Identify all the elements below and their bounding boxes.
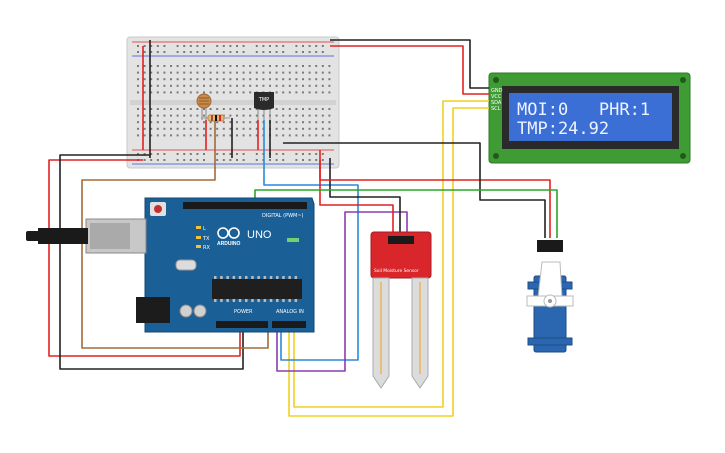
rx-label: RX [203, 245, 210, 251]
usb-cable [26, 228, 88, 244]
wire-black-gnd [59, 154, 244, 370]
wire-blue-tmp [263, 120, 359, 361]
analog-label: ANALOG IN [276, 309, 304, 315]
wire-green-servo [254, 189, 558, 238]
wire-red-servo [319, 160, 551, 238]
lcd-line-1: MOI:0 PHR:1 [517, 100, 650, 120]
analog-header[interactable] [272, 321, 306, 328]
soil-moisture-sensor[interactable]: Soil Moisture Sensor [370, 231, 432, 389]
wire-yellow-scl [288, 107, 489, 417]
lcd-line-2: TMP:24.92 [517, 119, 609, 139]
power-jack [136, 297, 170, 323]
wire-purple-soil [276, 211, 408, 372]
wire-black-servo [283, 142, 546, 238]
wire-yellow-sda [293, 100, 489, 408]
wire-black-lcd-gnd [330, 39, 489, 89]
arduino-uno[interactable]: DIGITAL (PWM~) POWER ANALOG IN ARDUINO U… [26, 197, 315, 333]
power-label: POWER [234, 309, 253, 315]
lcd-pin-vcc: VCC [491, 94, 502, 100]
power-header[interactable] [216, 321, 268, 328]
lcd-module[interactable]: MOI:0 PHR:1 TMP:24.92 GND VCC SDA SCL [488, 72, 691, 164]
lcd-pin-sda: SDA [491, 100, 502, 106]
digital-label: DIGITAL (PWM~) [262, 213, 304, 219]
wires [48, 39, 558, 417]
breadboard[interactable] [126, 36, 340, 169]
lcd-pin-scl: SCL [491, 106, 501, 112]
wire-black-soil [329, 158, 401, 236]
temp-sensor-label: TMP [258, 97, 269, 103]
brand-label: ARDUINO [217, 241, 240, 247]
lcd-screen [509, 93, 672, 141]
temperature-sensor[interactable]: TMP [254, 92, 274, 120]
wire-brown-photo [81, 121, 269, 349]
servo-motor[interactable] [526, 240, 574, 353]
atmega-chip [212, 279, 302, 299]
tx-label: TX [202, 236, 210, 242]
digital-header[interactable] [183, 202, 307, 209]
arduino-logo [217, 227, 240, 239]
model-label: UNO [247, 229, 272, 241]
lcd-pin-gnd: GND [491, 88, 503, 94]
l-label: L [203, 226, 206, 232]
wire-red-lcd-vcc [330, 45, 489, 95]
soil-sensor-label: Soil Moisture Sensor [374, 268, 419, 274]
resistor[interactable] [201, 114, 230, 122]
